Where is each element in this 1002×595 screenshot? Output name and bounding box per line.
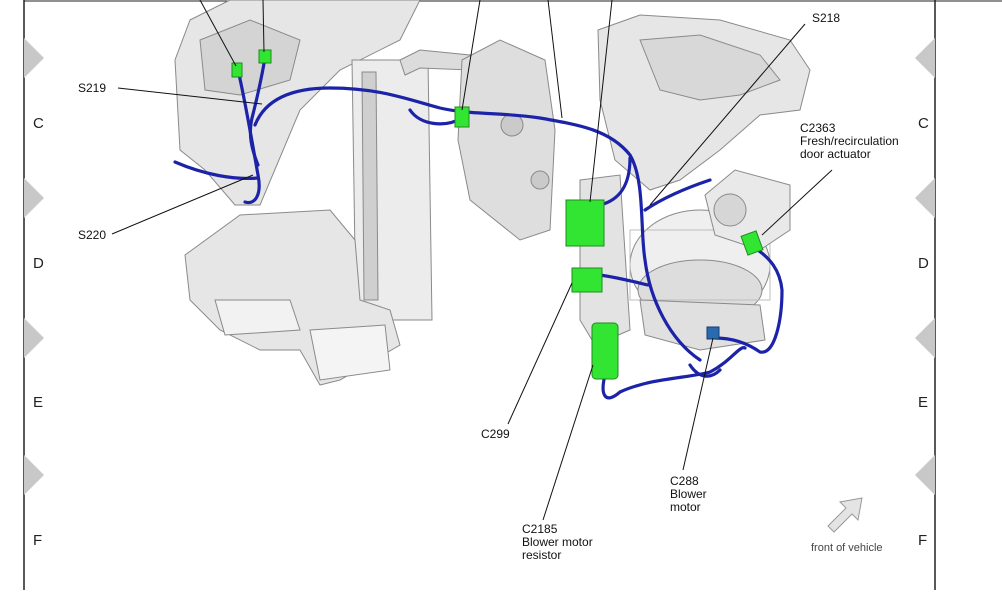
mounting-plate xyxy=(457,39,556,241)
zone-label-left-f: F xyxy=(33,532,43,549)
grid-tab xyxy=(24,178,44,218)
leader-c2363 xyxy=(761,169,833,236)
zone-label-left-d: D xyxy=(33,255,44,272)
leader-line xyxy=(199,0,237,67)
connector-c2363 xyxy=(740,230,764,256)
callout-c288-desc1: Blower xyxy=(670,487,707,501)
callout-c299: C299 xyxy=(481,427,510,441)
callout-c2363-desc1: Fresh/recirculation xyxy=(800,134,899,148)
harness-branch xyxy=(173,160,260,180)
plate-hole xyxy=(530,170,550,190)
left-grid-tabs xyxy=(24,38,44,495)
core-fins xyxy=(361,71,379,301)
plate-hole xyxy=(500,113,524,137)
connector-upper-left xyxy=(231,62,243,78)
callout-c2185-desc2: resistor xyxy=(522,548,562,562)
grid-tab xyxy=(915,455,935,495)
connector-c299 xyxy=(571,267,603,293)
leader-c288 xyxy=(682,337,714,471)
zone-label-left-c: C xyxy=(33,115,44,132)
callout-c288: C288 Blower motor xyxy=(670,475,707,514)
leader-line xyxy=(589,0,613,203)
leader-line xyxy=(547,0,563,119)
harness-branch xyxy=(598,273,650,287)
grid-tab xyxy=(24,38,44,78)
connectors xyxy=(231,49,764,380)
leader-s220 xyxy=(111,174,254,235)
leader-c2185 xyxy=(542,364,594,521)
leader-s219 xyxy=(117,87,263,105)
callout-c288-desc2: motor xyxy=(670,500,701,514)
leader-c299 xyxy=(507,282,573,425)
grid-tab xyxy=(915,38,935,78)
right-grid-tabs xyxy=(915,38,935,495)
connector-main xyxy=(565,199,605,247)
leader-line xyxy=(461,0,481,111)
callout-c2185-desc1: Blower motor xyxy=(522,535,593,549)
harness-branch xyxy=(688,363,722,378)
callout-c2363-desc2: door actuator xyxy=(800,147,871,161)
zone-label-right-f: F xyxy=(918,532,928,549)
connector-upper-left-2 xyxy=(258,49,272,64)
callout-s219: S219 xyxy=(78,81,107,95)
zone-label-right-c: C xyxy=(918,115,929,132)
callout-c2185-id: C2185 xyxy=(522,522,558,536)
connector-c2185 xyxy=(591,322,619,380)
harness-trunk xyxy=(253,86,702,362)
harness-branch xyxy=(643,178,712,212)
leader-line xyxy=(262,0,265,53)
harness-branch xyxy=(598,156,632,207)
harness-branch xyxy=(236,68,261,205)
wiring-harness xyxy=(173,56,784,400)
grid-tab xyxy=(915,318,935,358)
leader-s218 xyxy=(649,23,806,206)
callout-c2363-id: C2363 xyxy=(800,121,836,135)
duct-outlet xyxy=(309,324,391,381)
harness-branch xyxy=(601,346,747,400)
hvac-components xyxy=(174,0,811,386)
harness-branch xyxy=(713,246,784,354)
zone-label-right-d: D xyxy=(918,255,929,272)
blower-inlet xyxy=(639,34,781,101)
harness-branch xyxy=(248,56,267,167)
refrigerant-pipe xyxy=(399,49,471,76)
grid-tab xyxy=(915,178,935,218)
actuator-gear xyxy=(713,193,747,227)
callout-c288-id: C288 xyxy=(670,474,699,488)
front-of-vehicle-label: front of vehicle xyxy=(811,542,883,554)
grid-tab xyxy=(24,318,44,358)
callout-s220: S220 xyxy=(78,228,107,242)
zone-label-right-e: E xyxy=(918,394,929,411)
motor-base xyxy=(639,299,766,351)
zone-label-left-e: E xyxy=(33,394,44,411)
arrow-up-right-icon xyxy=(827,497,863,533)
callout-c2363: C2363 Fresh/recirculation door actuator xyxy=(800,122,899,161)
connector-c288 xyxy=(706,326,720,340)
door-actuator xyxy=(704,169,791,251)
leader-lines xyxy=(111,0,833,521)
housing-panel xyxy=(199,19,301,96)
grid-tab xyxy=(24,455,44,495)
callout-c2185: C2185 Blower motor resistor xyxy=(522,523,593,562)
duct-outlet xyxy=(214,299,301,336)
callout-s218: S218 xyxy=(812,11,841,25)
